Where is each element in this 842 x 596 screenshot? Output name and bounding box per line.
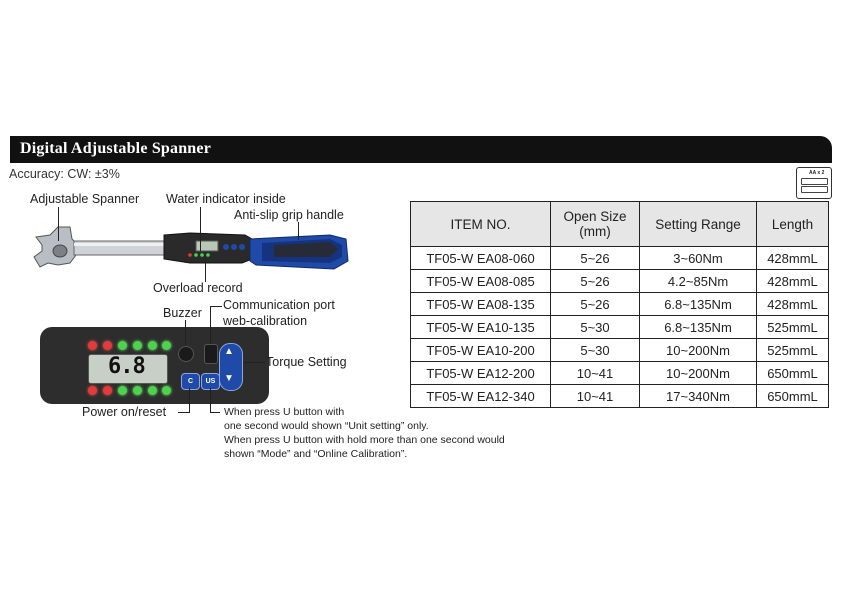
table-row: TF05-W EA10-200 5~30 10~200Nm 525mmL bbox=[410, 338, 829, 362]
cell-item-no: TF05-W EA12-200 bbox=[410, 361, 551, 385]
cell-length: 525mmL bbox=[756, 338, 829, 362]
cell-setting-range: 6.8~135Nm bbox=[639, 292, 757, 316]
callout-water-indicator: Water indicator inside bbox=[166, 192, 286, 206]
cell-open-size: 5~26 bbox=[550, 292, 640, 316]
led-green-indicator bbox=[133, 386, 142, 395]
cell-setting-range: 10~200Nm bbox=[639, 338, 757, 362]
cell-open-size: 10~41 bbox=[550, 384, 640, 408]
battery-icon: AA x 2 bbox=[796, 167, 832, 199]
led-green-indicator bbox=[162, 341, 171, 350]
table-row: TF05-W EA12-200 10~41 10~200Nm 650mmL bbox=[410, 361, 829, 385]
header-open-size-line2: (mm) bbox=[579, 224, 611, 239]
power-reset-button[interactable]: C bbox=[181, 373, 200, 390]
cell-length: 428mmL bbox=[756, 246, 829, 270]
led-green-indicator bbox=[118, 386, 127, 395]
cell-item-no: TF05-W EA08-135 bbox=[410, 292, 551, 316]
cell-setting-range: 10~200Nm bbox=[639, 361, 757, 385]
lcd-display bbox=[88, 354, 168, 384]
callout-buzzer: Buzzer bbox=[163, 306, 202, 320]
cell-item-no: TF05-W EA10-135 bbox=[410, 315, 551, 339]
led-red-indicator bbox=[103, 386, 112, 395]
port-icon bbox=[204, 344, 218, 364]
note-line-3: When press U button with hold more than … bbox=[224, 434, 505, 446]
callout-overload-record: Overload record bbox=[153, 281, 243, 295]
callout-power-on-reset: Power on/reset bbox=[82, 405, 167, 419]
page-title: Digital Adjustable Spanner bbox=[20, 140, 212, 157]
arrow-up-icon[interactable]: ▲ bbox=[224, 346, 234, 357]
led-red-indicator bbox=[88, 341, 97, 350]
led-green-indicator bbox=[148, 341, 157, 350]
cell-setting-range: 6.8~135Nm bbox=[639, 315, 757, 339]
torque-setting-pad[interactable] bbox=[219, 343, 243, 391]
cell-length: 650mmL bbox=[756, 361, 829, 385]
led-green-indicator bbox=[133, 341, 142, 350]
cell-open-size: 5~30 bbox=[550, 315, 640, 339]
cell-item-no: TF05-W EA12-340 bbox=[410, 384, 551, 408]
header-setting-range: Setting Range bbox=[639, 201, 757, 247]
table-row: TF05-W EA10-135 5~30 6.8~135Nm 525mmL bbox=[410, 315, 829, 339]
cell-length: 428mmL bbox=[756, 292, 829, 316]
led-red-indicator bbox=[103, 341, 112, 350]
cell-setting-range: 4.2~85Nm bbox=[639, 269, 757, 293]
cell-open-size: 5~30 bbox=[550, 338, 640, 362]
title-bar bbox=[10, 136, 832, 163]
wrench-illustration bbox=[33, 226, 349, 270]
table-header-row: ITEM NO. Open Size (mm) Setting Range Le… bbox=[410, 201, 829, 247]
cell-setting-range: 17~340Nm bbox=[639, 384, 757, 408]
led-green-indicator bbox=[162, 386, 171, 395]
header-open-size-line1: Open Size bbox=[563, 209, 627, 224]
buzzer-icon bbox=[178, 346, 194, 362]
callout-web-calibration: web-calibration bbox=[223, 314, 308, 328]
cell-item-no: TF05-W EA08-085 bbox=[410, 269, 551, 293]
callout-comm-port: Communication port bbox=[223, 298, 335, 312]
cell-setting-range: 3~60Nm bbox=[639, 246, 757, 270]
led-green-indicator bbox=[118, 341, 127, 350]
table-row: TF05-W EA08-060 5~26 3~60Nm 428mmL bbox=[410, 246, 829, 270]
header-item-no: ITEM NO. bbox=[410, 201, 551, 247]
header-open-size: Open Size (mm) bbox=[550, 201, 640, 247]
spec-table: ITEM NO. Open Size (mm) Setting Range Le… bbox=[410, 201, 829, 408]
table-row: TF05-W EA12-340 10~41 17~340Nm 650mmL bbox=[410, 384, 829, 408]
table-row: TF05-W EA08-085 5~26 4.2~85Nm 428mmL bbox=[410, 269, 829, 293]
led-green-indicator bbox=[148, 386, 157, 395]
header-length: Length bbox=[756, 201, 829, 247]
battery-label: AA x 2 bbox=[809, 170, 825, 176]
note-line-4: shown “Mode” and “Online Calibration”. bbox=[224, 448, 408, 460]
cell-item-no: TF05-W EA08-060 bbox=[410, 246, 551, 270]
cell-open-size: 5~26 bbox=[550, 269, 640, 293]
callout-anti-slip: Anti-slip grip handle bbox=[234, 208, 344, 222]
accuracy-text: Accuracy: CW: ±3% bbox=[9, 167, 120, 181]
cell-length: 525mmL bbox=[756, 315, 829, 339]
cell-item-no: TF05-W EA10-200 bbox=[410, 338, 551, 362]
cell-open-size: 5~26 bbox=[550, 246, 640, 270]
cell-open-size: 10~41 bbox=[550, 361, 640, 385]
callout-torque-setting: Torque Setting bbox=[266, 355, 347, 369]
note-line-2: one second would shown “Unit setting” on… bbox=[224, 420, 429, 432]
arrow-down-icon[interactable]: ▼ bbox=[224, 373, 234, 384]
callout-adjustable-spanner: Adjustable Spanner bbox=[30, 192, 140, 206]
lcd-value: 6.8 bbox=[108, 354, 146, 379]
cell-length: 650mmL bbox=[756, 384, 829, 408]
led-red-indicator bbox=[88, 386, 97, 395]
cell-length: 428mmL bbox=[756, 269, 829, 293]
note-line-1: When press U button with bbox=[224, 406, 345, 418]
table-row: TF05-W EA08-135 5~26 6.8~135Nm 428mmL bbox=[410, 292, 829, 316]
